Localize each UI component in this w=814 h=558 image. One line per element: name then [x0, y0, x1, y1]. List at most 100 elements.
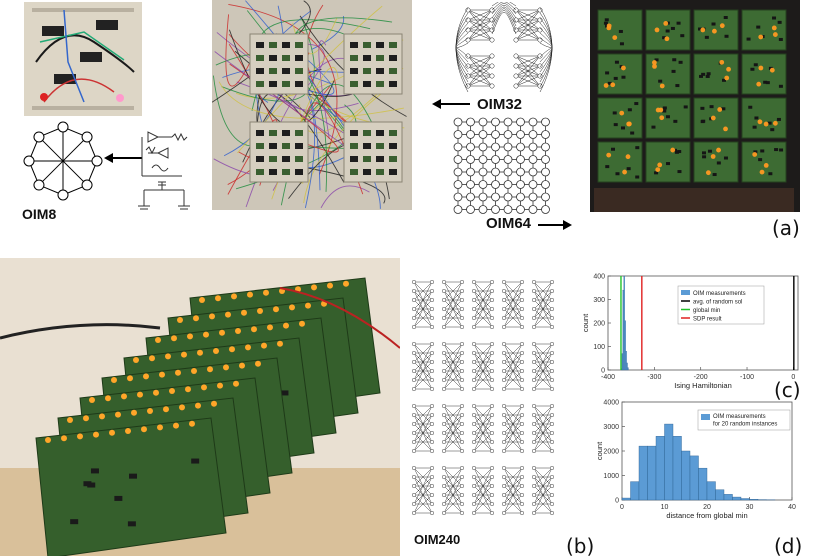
chip — [708, 150, 712, 153]
led — [726, 67, 731, 72]
graph-node — [490, 54, 494, 58]
led — [610, 82, 615, 87]
oim64-label: OIM64 — [486, 215, 531, 232]
graph-node — [442, 378, 446, 382]
graph-node — [467, 206, 475, 214]
chip — [672, 70, 676, 73]
graph-node — [520, 280, 524, 284]
graph-node — [412, 342, 416, 346]
led — [131, 410, 137, 416]
graph-node — [520, 378, 524, 382]
graph-node — [490, 440, 494, 444]
led — [195, 403, 201, 409]
graph-node — [466, 28, 470, 32]
chip — [256, 55, 264, 61]
graph-node — [532, 307, 536, 311]
graph-node — [460, 387, 464, 391]
graph-node — [460, 298, 464, 302]
graph-node — [550, 449, 554, 453]
chip — [91, 468, 99, 473]
graph-node — [502, 378, 506, 382]
chip — [295, 81, 303, 87]
chip — [748, 106, 752, 109]
led — [305, 303, 311, 309]
led — [223, 364, 229, 370]
graph-node — [517, 168, 525, 176]
graph-node — [502, 404, 506, 408]
graph-node — [550, 298, 554, 302]
graph-node — [479, 143, 487, 151]
chip — [269, 68, 277, 74]
chip — [605, 165, 609, 168]
graph-node — [412, 440, 416, 444]
chip — [778, 21, 782, 24]
led — [659, 115, 664, 120]
graph-node — [502, 502, 506, 506]
graph-node — [412, 280, 416, 284]
chip — [256, 130, 264, 136]
led — [121, 393, 127, 399]
led — [175, 370, 181, 376]
graph-node — [502, 387, 506, 391]
oim240-topology — [406, 276, 566, 530]
graph-node — [412, 422, 416, 426]
chip — [754, 116, 758, 119]
graph-node — [460, 351, 464, 355]
graph-node — [442, 342, 446, 346]
graph-node — [430, 316, 434, 320]
graph-node — [430, 369, 434, 373]
chip — [702, 155, 706, 158]
chip — [282, 81, 290, 87]
graph-node — [532, 475, 536, 479]
graph-node — [472, 360, 476, 364]
chip — [611, 148, 615, 151]
graph-node — [467, 168, 475, 176]
histogram-bar — [690, 456, 699, 500]
chip — [295, 130, 303, 136]
chip — [628, 108, 632, 111]
led — [261, 343, 267, 349]
led — [764, 122, 769, 127]
chip — [614, 77, 618, 80]
graph-node — [460, 511, 464, 515]
chip — [724, 157, 728, 160]
graph-node — [514, 54, 518, 58]
led — [716, 148, 721, 153]
graph-node — [442, 289, 446, 293]
graph-node — [517, 206, 525, 214]
led — [752, 152, 757, 157]
led — [717, 107, 722, 112]
graph-node — [92, 156, 102, 166]
chip — [673, 120, 677, 123]
graph-node — [550, 378, 554, 382]
graph-node — [442, 351, 446, 355]
graph-node — [502, 298, 506, 302]
chip — [700, 107, 704, 110]
graph-node — [412, 484, 416, 488]
chip — [376, 169, 384, 175]
graph-node — [460, 440, 464, 444]
graph-node — [504, 156, 512, 164]
graph-node — [550, 325, 554, 329]
chip — [713, 173, 717, 176]
graph-node — [517, 156, 525, 164]
graph-node — [412, 298, 416, 302]
led — [125, 428, 131, 434]
graph-node — [430, 511, 434, 515]
chip — [70, 519, 78, 524]
chip — [634, 102, 638, 105]
graph-node — [532, 466, 536, 470]
chip — [389, 42, 397, 48]
chip — [363, 156, 371, 162]
led — [670, 148, 675, 153]
led — [213, 348, 219, 354]
chip — [701, 120, 705, 123]
chip — [350, 55, 358, 61]
led — [105, 395, 111, 401]
graph-node — [412, 307, 416, 311]
led — [45, 437, 51, 443]
graph-node — [24, 156, 34, 166]
graph-node — [550, 369, 554, 373]
graph-node — [502, 342, 506, 346]
led — [141, 426, 147, 432]
